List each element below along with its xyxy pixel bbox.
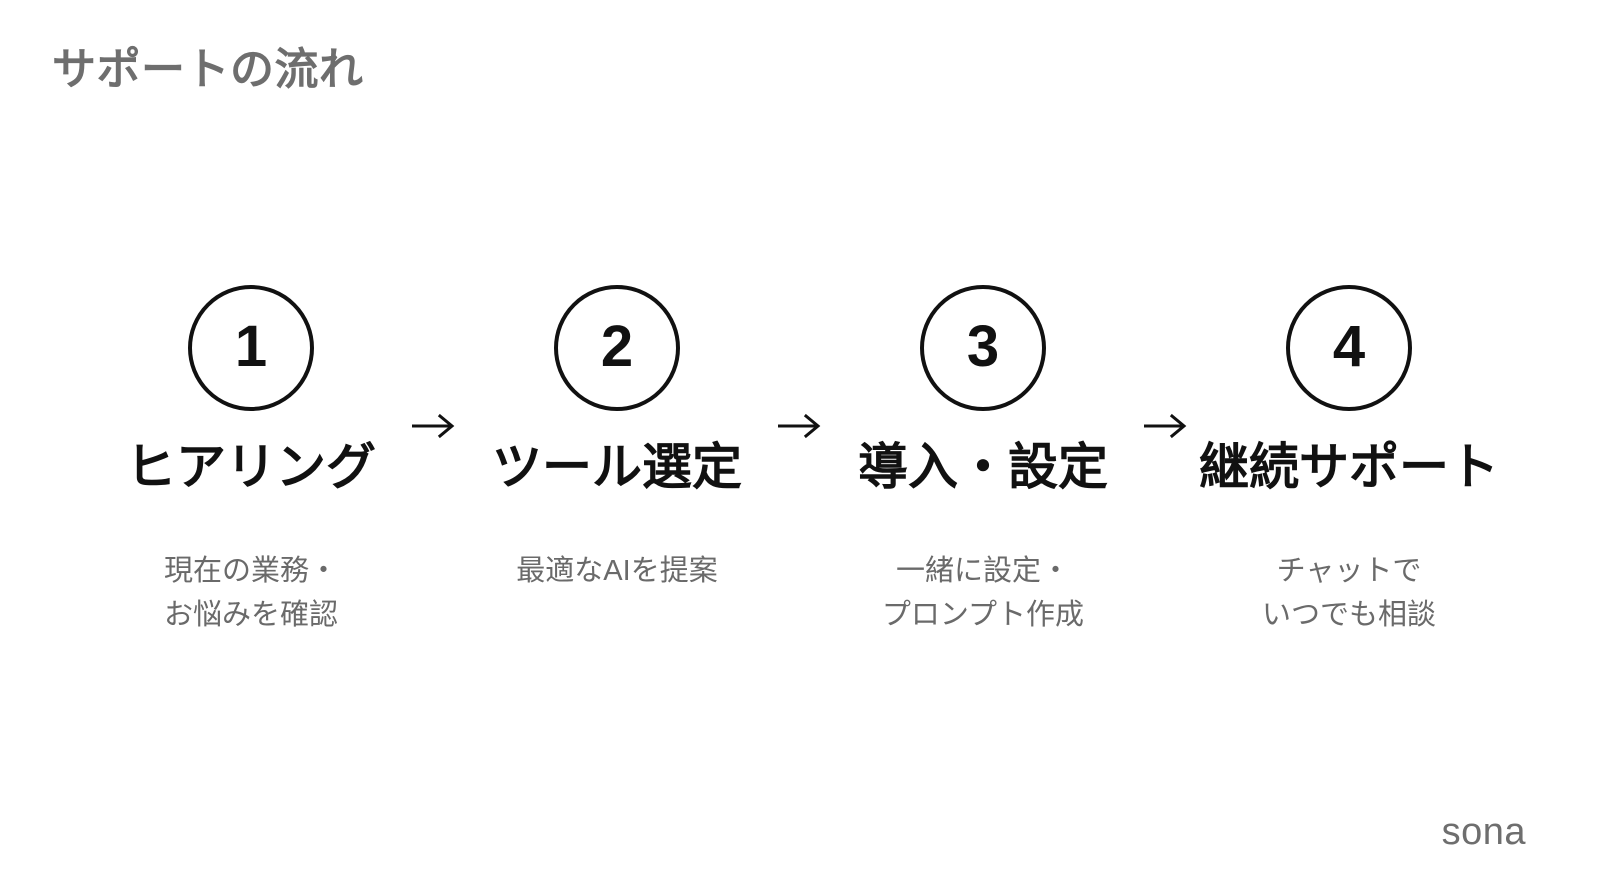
step-circle-2: 2 [554,285,680,411]
step-number-4: 4 [1332,314,1366,379]
flow-step-1: 1 ヒアリング 現在の業務・ お悩みを確認 [101,285,401,638]
process-flow: 1 ヒアリング 現在の業務・ お悩みを確認 2 ツール選定 最適なAIを提案 [0,285,1600,638]
step-label-2: ツール選定 [492,439,742,495]
step-number-2: 2 [600,314,634,379]
flow-step-3: 3 導入・設定 一緒に設定・ プロンプト作成 [833,285,1133,638]
flow-step-4: 4 継続サポート チャットで いつでも相談 [1199,285,1499,638]
arrow-right-icon-2 [767,285,833,439]
arrow-right-icon-1 [401,285,467,439]
brand-logo: sona [1441,811,1526,853]
step-circle-1: 1 [188,285,314,411]
arrow-right-icon-3 [1133,285,1199,439]
step-number-1: 1 [234,314,268,379]
step-label-3: 導入・設定 [858,439,1108,495]
step-circle-4: 4 [1286,285,1412,411]
page-title: サポートの流れ [52,45,364,94]
step-description-2: 最適なAIを提案 [516,554,718,587]
step-description-4: チャットで いつでも相談 [1261,554,1436,632]
step-label-1: ヒアリング [126,439,376,495]
step-circle-3: 3 [920,285,1046,411]
step-number-3: 3 [966,314,1000,379]
step-description-1: 現在の業務・ お悩みを確認 [163,554,338,632]
flow-step-2: 2 ツール選定 最適なAIを提案 [467,285,767,593]
step-label-4: 継続サポート [1199,439,1499,495]
step-description-3: 一緒に設定・ プロンプト作成 [881,554,1085,632]
